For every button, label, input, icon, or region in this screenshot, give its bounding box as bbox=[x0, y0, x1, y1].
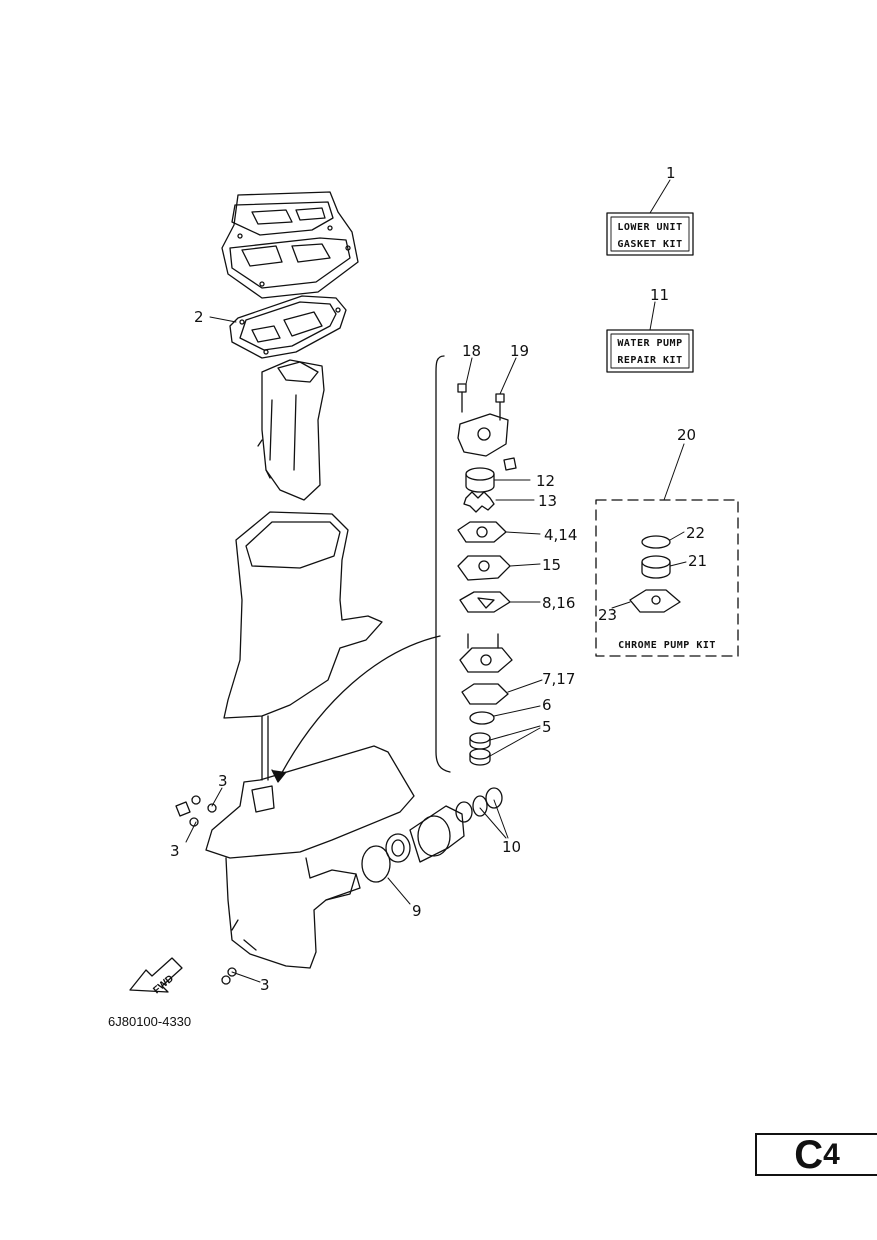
diagram-part-number: 6J80100-4330 bbox=[108, 1014, 191, 1029]
leader-lines bbox=[185, 179, 687, 983]
callout-3-lower: 3 bbox=[260, 976, 270, 994]
lower-unit-gearcase bbox=[205, 745, 415, 969]
callout-8-16: 8,16 bbox=[542, 594, 575, 612]
callout-1: 1 bbox=[666, 164, 676, 182]
upper-gasket-stack bbox=[221, 191, 359, 299]
page-code-letter: C bbox=[794, 1132, 824, 1177]
callout-18: 18 bbox=[462, 342, 481, 360]
callout-3-upper: 3 bbox=[218, 772, 228, 790]
callout-23: 23 bbox=[598, 606, 617, 624]
chrome-pump-kit-label: CHROME PUMP KIT bbox=[618, 640, 716, 651]
propshaft-parts bbox=[361, 787, 503, 883]
callout-21: 21 bbox=[688, 552, 707, 570]
callout-3-left: 3 bbox=[170, 842, 180, 860]
callout-6: 6 bbox=[542, 696, 552, 714]
chrome-pump-kit-frame bbox=[595, 499, 739, 657]
water-pump-kit-line2: REPAIR KIT bbox=[617, 355, 682, 366]
lower-unit-kit-line2: GASKET KIT bbox=[617, 239, 682, 250]
callout-2: 2 bbox=[194, 308, 204, 326]
chrome-pump-parts bbox=[629, 535, 681, 613]
callout-22: 22 bbox=[686, 524, 705, 542]
callout-19: 19 bbox=[510, 342, 529, 360]
callout-10: 10 bbox=[502, 838, 521, 856]
callout-20: 20 bbox=[677, 426, 696, 444]
callout-4-14: 4,14 bbox=[544, 526, 577, 544]
water-pump-parts bbox=[457, 383, 517, 766]
drive-shaft-housing bbox=[223, 511, 383, 781]
callout-11: 11 bbox=[650, 286, 669, 304]
callout-9: 9 bbox=[412, 902, 422, 920]
water-pump-kit-line1: WATER PUMP bbox=[617, 338, 682, 349]
screws-3 bbox=[175, 795, 237, 985]
callout-15: 15 bbox=[542, 556, 561, 574]
lower-unit-kit-line1: LOWER UNIT bbox=[617, 222, 682, 233]
fwd-arrow-icon bbox=[129, 957, 183, 993]
callout-12: 12 bbox=[536, 472, 555, 490]
assembly-arrow bbox=[277, 635, 441, 781]
callout-7-17: 7,17 bbox=[542, 670, 575, 688]
water-pump-bracket bbox=[435, 355, 451, 773]
callout-13: 13 bbox=[538, 492, 557, 510]
exhaust-housing bbox=[257, 359, 325, 501]
callout-5: 5 bbox=[542, 718, 552, 736]
page-code-number: 4 bbox=[823, 1137, 840, 1171]
gasket-2 bbox=[229, 295, 347, 359]
